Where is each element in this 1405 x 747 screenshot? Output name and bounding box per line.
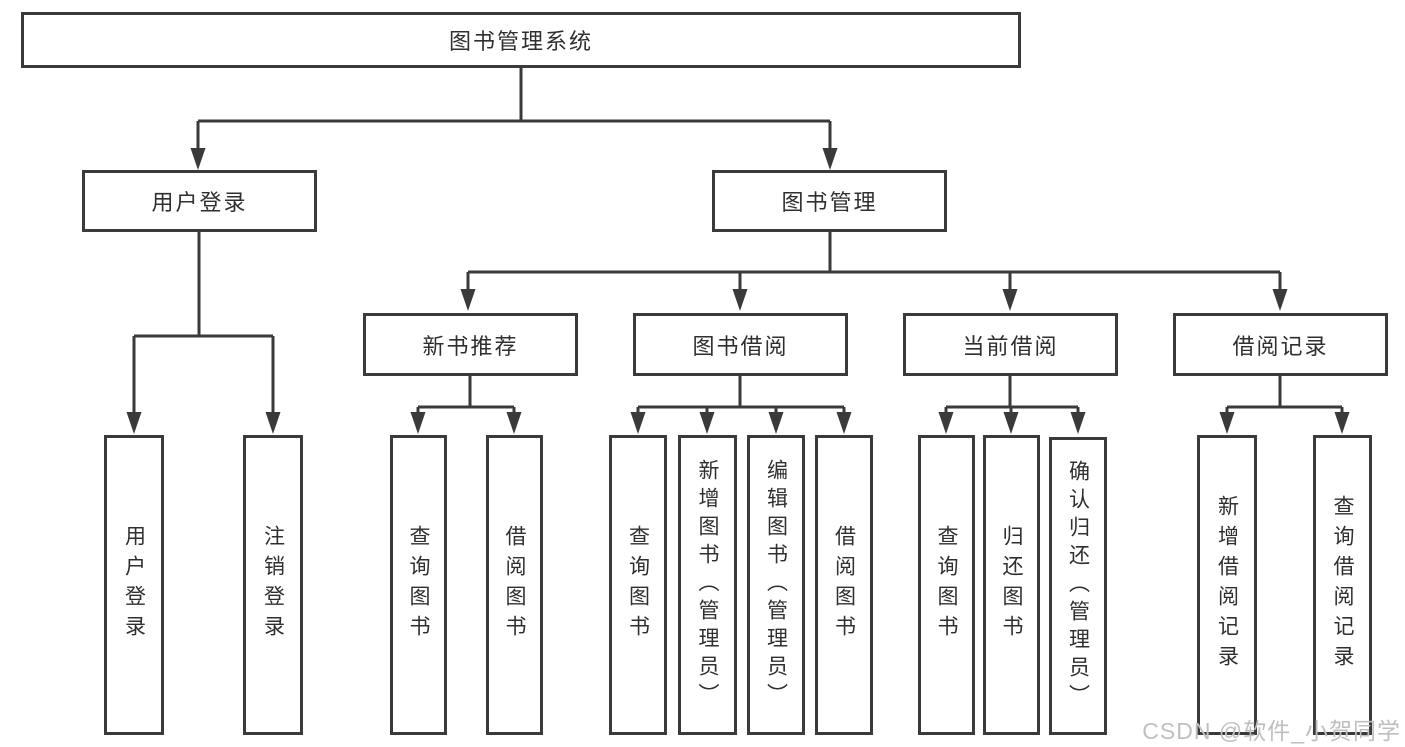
node-leaf-borrow-edit-admin: 编辑图书（管理员） — [747, 435, 805, 735]
arrow-down-icon — [265, 412, 281, 434]
arrow-down-icon — [1003, 412, 1019, 434]
arrow-down-icon — [836, 412, 852, 434]
node-book-borrow: 图书借阅 — [633, 313, 848, 376]
connector-borrow-records — [1225, 376, 1344, 415]
connector-book-borrow — [636, 376, 846, 415]
connector-new-books — [416, 376, 516, 415]
arrow-down-icon — [1070, 412, 1086, 434]
node-current-borrow: 当前借阅 — [903, 313, 1118, 376]
connector-root — [196, 68, 832, 150]
node-borrow-records: 借阅记录 — [1173, 313, 1388, 376]
connector-user-login — [132, 232, 275, 414]
arrow-down-icon — [768, 412, 784, 434]
arrow-down-icon — [938, 412, 954, 434]
connector-book-mgmt — [466, 232, 1282, 291]
node-leaf-records-add: 新增借阅记录 — [1197, 435, 1257, 735]
arrow-down-icon — [460, 289, 476, 311]
node-new-books: 新书推荐 — [363, 313, 578, 376]
node-leaf-current-return: 归还图书 — [983, 435, 1040, 735]
arrow-down-icon — [506, 412, 522, 434]
arrow-down-icon — [630, 412, 646, 434]
node-book-mgmt: 图书管理 — [712, 170, 947, 232]
node-leaf-newbooks-query: 查询图书 — [390, 435, 447, 735]
node-leaf-borrow-book: 借阅图书 — [815, 435, 873, 735]
node-leaf-logout: 注销登录 — [243, 435, 303, 735]
node-root-system: 图书管理系统 — [21, 12, 1021, 68]
node-leaf-records-query: 查询借阅记录 — [1313, 435, 1372, 735]
arrow-down-icon — [190, 148, 206, 170]
arrow-down-icon — [410, 412, 426, 434]
arrow-down-icon — [1334, 412, 1350, 434]
arrow-down-icon — [1272, 289, 1288, 311]
node-leaf-borrow-add-admin: 新增图书（管理员） — [678, 435, 737, 735]
arrow-down-icon — [1002, 289, 1018, 311]
arrow-down-icon — [822, 148, 838, 170]
node-leaf-current-query: 查询图书 — [918, 435, 975, 735]
node-leaf-user-login: 用户登录 — [104, 435, 164, 735]
arrow-down-icon — [1219, 412, 1235, 434]
connector-current-borrow — [944, 376, 1080, 415]
arrow-down-icon — [126, 412, 142, 434]
node-leaf-borrow-query: 查询图书 — [609, 435, 667, 735]
node-leaf-newbooks-borrow: 借阅图书 — [486, 435, 543, 735]
node-user-login: 用户登录 — [82, 170, 317, 232]
csdn-watermark: CSDN @软件_小贺同学 — [1142, 718, 1401, 744]
arrow-down-icon — [699, 412, 715, 434]
node-leaf-current-confirm-admin: 确认归还（管理员） — [1049, 437, 1107, 735]
arrow-down-icon — [732, 289, 748, 311]
